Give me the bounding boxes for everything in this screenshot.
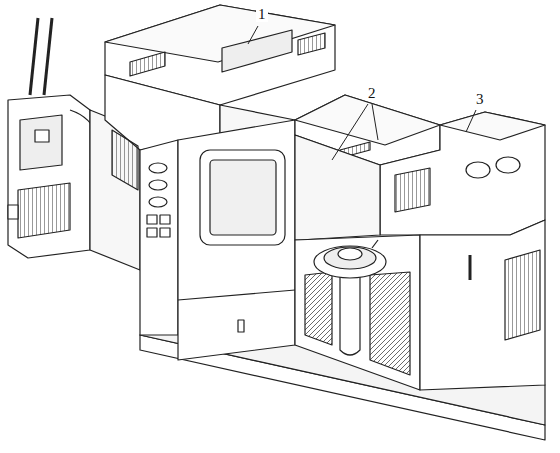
valve-stem [469,255,472,280]
port-cap [496,157,520,173]
unit3-topface [440,112,545,140]
control-button [147,228,157,237]
oven-window [305,272,332,345]
indicator [238,320,244,332]
sampler-tray [18,183,70,238]
column-loop [340,275,360,355]
control-button [160,215,170,224]
leader-line [372,104,378,140]
vent [130,52,165,76]
vent [298,33,325,55]
vent [505,250,540,340]
vent [395,168,430,212]
oven-window [370,272,410,375]
screen-bezel [200,150,285,245]
sampler-clamp [8,205,18,219]
control-button [149,163,167,173]
oven-front [295,235,420,390]
sampler-window [20,115,62,170]
control-button [149,197,167,207]
unit3-side [420,220,545,390]
callout-number: 1 [256,7,268,22]
screen [210,160,276,235]
unit1-topface [105,5,335,62]
display-window [222,30,292,72]
control-button [160,228,170,237]
unit2-front [178,120,295,360]
callout-number: 3 [474,92,486,107]
sampler-rod [44,18,52,95]
injector-ring [324,247,376,269]
port-cap [466,162,490,178]
callout-number: 2 [366,86,378,101]
unit2-topface [295,95,440,145]
leader-line [248,26,258,44]
injector-port [338,248,362,260]
control-panel [140,140,178,335]
injector-pin [372,240,378,248]
control-button [149,180,167,190]
injector-ring [314,246,386,278]
sampler-knob [35,130,49,142]
control-button [147,215,157,224]
panel-seam [178,290,295,300]
sampler-rod [30,18,38,95]
vent [112,130,138,190]
unit3-top [380,112,545,235]
leader-line [466,110,476,132]
sampler-body [8,95,90,258]
leader-line [332,104,368,160]
